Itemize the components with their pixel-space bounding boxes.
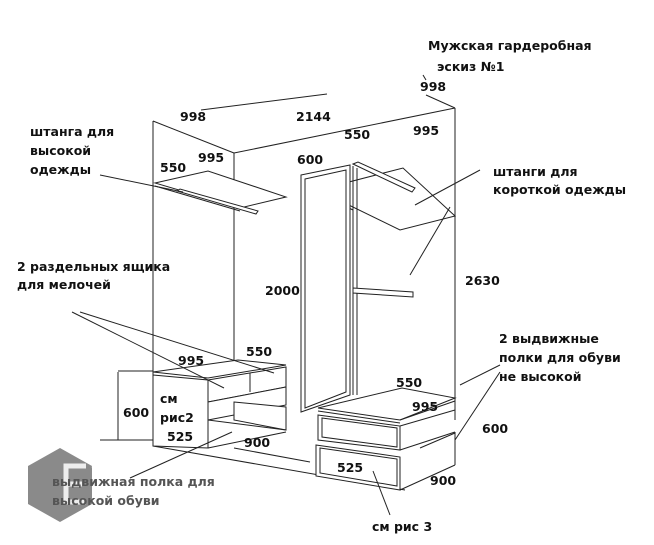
note-rods-short-2: короткой одежды <box>493 182 627 197</box>
dim-shoe-height: 600 <box>482 421 509 436</box>
title-line-1: Мужская гардеробная <box>428 38 592 53</box>
dim-drawer-width: 995 <box>178 353 205 368</box>
dim-drawer-unit-525: 525 <box>167 429 194 444</box>
dim-door-600: 600 <box>297 152 324 167</box>
shoe-shelf-unit <box>99 169 501 516</box>
dim-top-left-998: 998 <box>180 109 207 124</box>
dim-shoe-depth: 550 <box>396 375 423 390</box>
dim-left-shelf-depth: 550 <box>160 160 187 175</box>
dim-width-2144: 2144 <box>296 109 331 124</box>
dim-left-shelf-width: 995 <box>198 150 225 165</box>
dim-right-shelf-depth: 550 <box>344 127 371 142</box>
dim-top-right-998: 998 <box>420 79 447 94</box>
left-shelf <box>153 170 288 215</box>
see-fig2-line1: см <box>160 391 178 406</box>
dim-shoe-525: 525 <box>337 460 364 475</box>
door-frame <box>300 164 414 413</box>
note-shoe-shelves-3: не высокой <box>499 369 582 384</box>
dim-total-height: 2630 <box>465 273 500 288</box>
note-small-drawers-2: для мелочей <box>17 277 111 292</box>
note-rod-long-1: штанга для <box>30 124 115 139</box>
left-drawer-unit <box>71 311 287 479</box>
dim-drawer-unit-height: 600 <box>123 405 150 420</box>
title-line-2: эскиз №1 <box>437 59 505 74</box>
dim-drawer-depth: 550 <box>246 344 273 359</box>
note-small-drawers-1: 2 раздельных ящика <box>17 259 171 274</box>
evo-logo-letters <box>63 463 143 512</box>
dim-right-shelf-width: 995 <box>413 123 440 138</box>
dim-shoe-900: 900 <box>430 473 457 488</box>
note-tall-shoe-2: высокой обуви <box>52 493 160 508</box>
note-rod-long-2: высокой <box>30 143 92 158</box>
dim-drawer-unit-900: 900 <box>244 435 271 450</box>
evo-logo <box>28 448 143 522</box>
note-rod-long-3: одежды <box>30 162 91 177</box>
see-fig2-line2: рис2 <box>160 410 194 425</box>
see-fig3: см рис 3 <box>372 519 433 534</box>
note-shoe-shelves-2: полки для обуви <box>499 350 621 365</box>
note-tall-shoe-1: выдвижная полка для <box>52 474 215 489</box>
dim-shoe-width: 995 <box>412 399 439 414</box>
note-shoe-shelves-1: 2 выдвижные <box>499 331 599 346</box>
note-rods-short-1: штанги для <box>493 164 578 179</box>
dim-door-height: 2000 <box>265 283 300 298</box>
